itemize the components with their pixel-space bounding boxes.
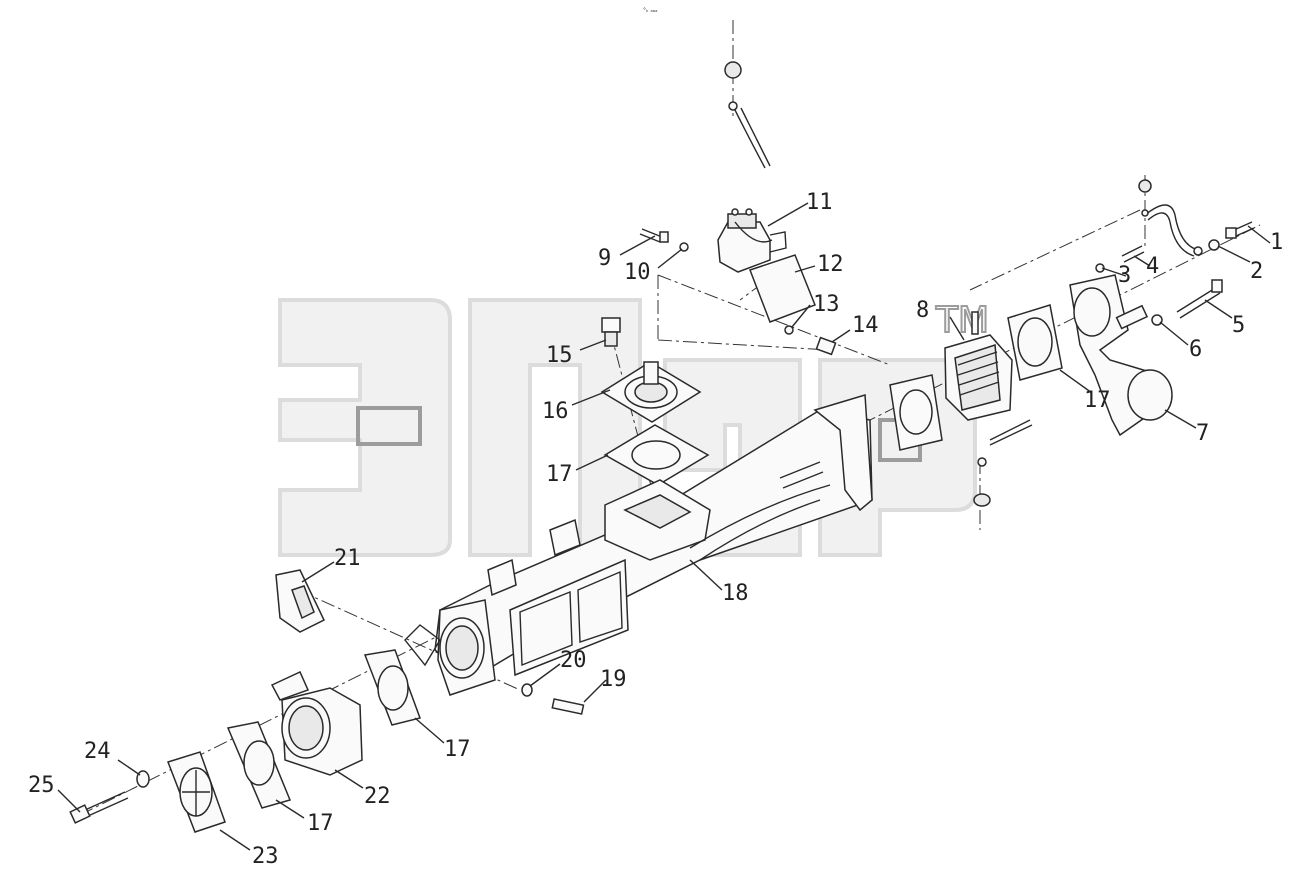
callout-17-mid: 17 [444, 737, 471, 762]
callout-6: 6 [1189, 337, 1202, 362]
callout-20: 20 [560, 648, 587, 673]
cover-part-21 [275, 569, 325, 633]
callout-15: 15 [546, 343, 573, 368]
callout-19: 19 [600, 667, 627, 692]
top-note: °ₖ ₐₐₐ [643, 7, 658, 14]
washer-part-2 [1208, 239, 1220, 251]
manifold-part-18 [404, 394, 873, 696]
pipe-part-2-assembly [1138, 179, 1203, 257]
bolt-part-4 [1121, 245, 1145, 263]
callout-22: 22 [364, 784, 391, 809]
callout-10: 10 [624, 260, 651, 285]
callout-17-center: 17 [546, 462, 573, 487]
callout-5: 5 [1232, 313, 1245, 338]
callout-25: 25 [28, 773, 55, 798]
callout-16: 16 [542, 399, 569, 424]
bolt-part-5 [1176, 279, 1223, 319]
callout-1: 1 [1270, 230, 1283, 255]
heater-part-8 [944, 311, 1033, 507]
bolt-part-14 [815, 336, 837, 356]
callout-21: 21 [334, 546, 361, 571]
bolt-part-9 [639, 228, 669, 243]
elbow-pipe-part-7 [1069, 274, 1173, 437]
watermark-tm: TM [935, 300, 989, 341]
callout-18: 18 [722, 581, 749, 606]
callout-8: 8 [916, 298, 929, 323]
callout-14: 14 [852, 313, 879, 338]
leader-lines [57, 202, 1271, 851]
callout-24: 24 [84, 739, 111, 764]
callout-11: 11 [806, 190, 833, 215]
bolt-part-19 [551, 698, 585, 715]
washer-part-13 [784, 325, 794, 335]
bolt-part-25 [69, 791, 129, 824]
gasket-part-17-center [603, 424, 710, 486]
cover-plate-part-23 [167, 751, 226, 833]
callout-labels: 1 2 3 4 5 6 7 8 9 10 11 12 13 14 15 16 1… [28, 190, 1283, 869]
gasket-part-17-right [1007, 304, 1063, 381]
callout-13: 13 [813, 292, 840, 317]
callout-23: 23 [252, 844, 279, 869]
callout-17-left: 17 [307, 811, 334, 836]
bolt-part-15 [601, 317, 621, 347]
bolt-part-1 [1225, 221, 1255, 239]
callout-9: 9 [598, 246, 611, 271]
wire-harness-top [724, 61, 771, 169]
flange-part-16 [600, 361, 702, 423]
gasket-part-17-left [226, 721, 292, 809]
callout-4: 4 [1146, 254, 1159, 279]
callout-3: 3 [1118, 263, 1131, 288]
callout-17-right: 17 [1084, 388, 1111, 413]
elbow-part-22 [270, 670, 363, 776]
gasket-part-12 [749, 254, 816, 323]
solenoid-part-11 [717, 208, 787, 273]
callout-7: 7 [1196, 421, 1209, 446]
gasket-part-17-mid [363, 649, 421, 726]
washer-part-6 [1151, 314, 1163, 326]
gasket-part-17-right-upper [889, 374, 943, 451]
callout-2: 2 [1250, 259, 1263, 284]
callout-12: 12 [817, 252, 844, 277]
washer-part-20 [521, 683, 533, 697]
